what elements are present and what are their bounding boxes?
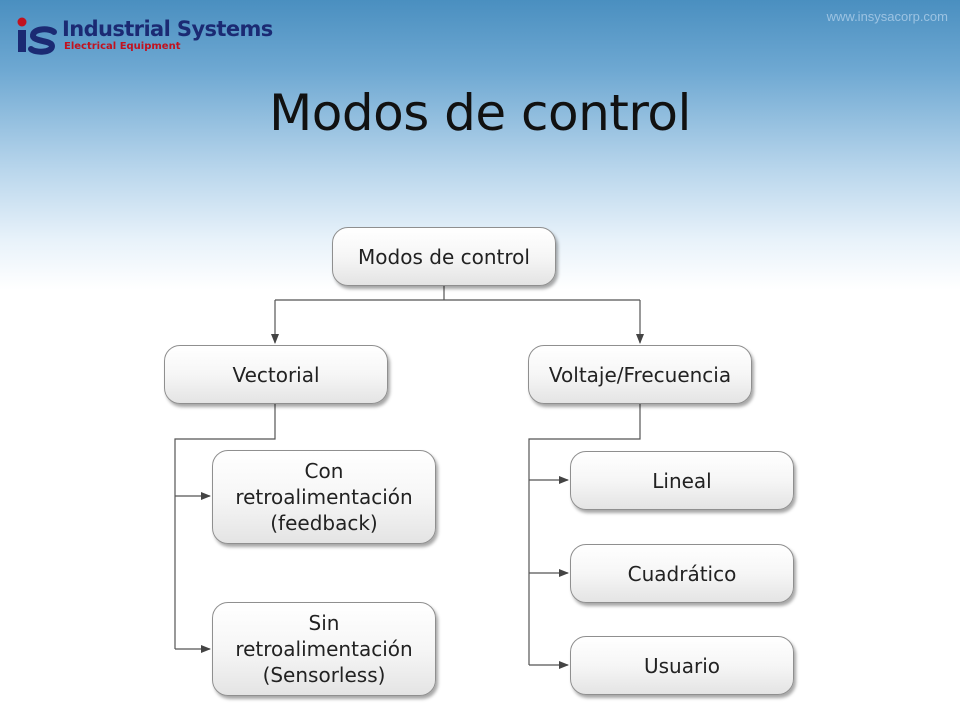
website-url[interactable]: www.insysacorp.com xyxy=(826,9,948,24)
node-modos-de-control: Modos de control xyxy=(332,227,556,286)
company-tagline: Electrical Equipment xyxy=(64,41,181,52)
node-sin-retroalimentacion: Sin retroalimentación (Sensorless) xyxy=(212,602,436,696)
node-cuadratico: Cuadrático xyxy=(570,544,794,603)
company-logo: Industrial Systems Electrical Equipment xyxy=(16,14,273,64)
connector-root-split xyxy=(275,286,640,301)
node-lineal: Lineal xyxy=(570,451,794,510)
connector-vectorial-trunk xyxy=(174,404,276,649)
page-title: Modos de control xyxy=(269,84,691,142)
node-usuario: Usuario xyxy=(570,636,794,695)
company-name: Industrial Systems xyxy=(62,17,273,41)
connector-voltaje-trunk xyxy=(528,404,641,665)
node-voltaje-frecuencia: Voltaje/Frecuencia xyxy=(528,345,752,404)
node-con-retroalimentacion: Con retroalimentación (feedback) xyxy=(212,450,436,544)
node-vectorial: Vectorial xyxy=(164,345,388,404)
is-logo-mark-icon xyxy=(17,17,57,55)
